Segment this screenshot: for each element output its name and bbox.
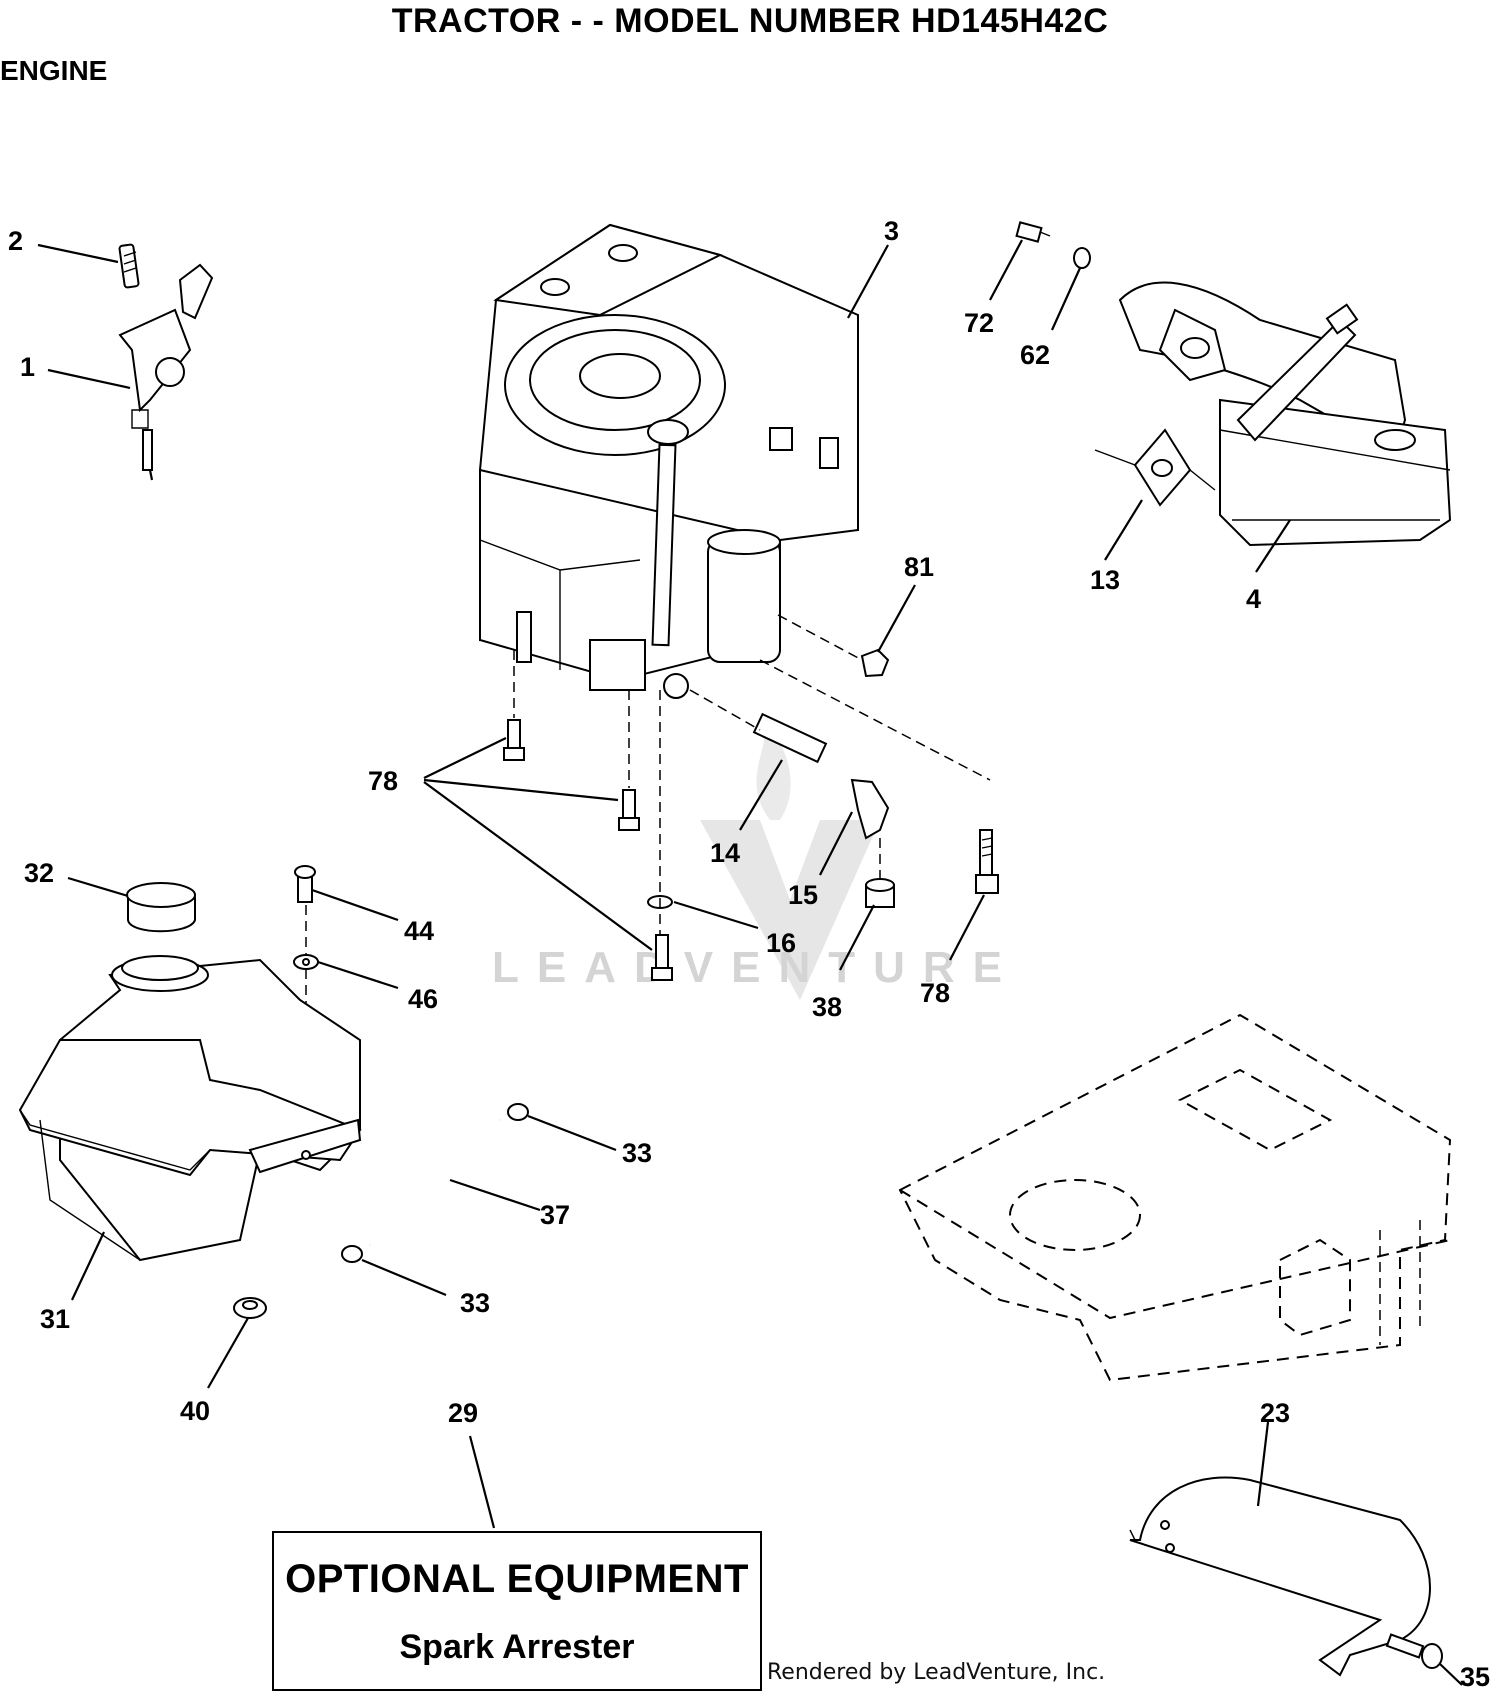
callout-37: 37 [540, 1200, 570, 1230]
chassis-frame-part [898, 1013, 1452, 1382]
callout-40: 40 [180, 1396, 210, 1426]
optional-equipment-item: Spark Arrester [399, 1628, 635, 1666]
callout-3: 3 [884, 216, 899, 246]
optional-equipment-box: OPTIONAL EQUIPMENT Spark Arrester [272, 1531, 762, 1691]
rendered-by-footer: Rendered by LeadVenture, Inc. [767, 1660, 1106, 1685]
callout-15: 15 [788, 880, 818, 910]
optional-equipment-title: OPTIONAL EQUIPMENT [285, 1557, 749, 1601]
page-title: TRACTOR - - MODEL NUMBER HD145H42C [391, 2, 1109, 40]
callout-33-a: 33 [622, 1138, 652, 1168]
callout-78-a: 78 [368, 766, 398, 796]
section-heading: ENGINE [0, 55, 108, 86]
callout-labels: 2 1 3 72 62 13 4 81 78 14 15 16 38 78 32… [8, 216, 1490, 1692]
watermark: LEADVENTURE [492, 720, 1020, 1000]
callout-29: 29 [448, 1398, 478, 1428]
callout-1: 1 [20, 352, 35, 382]
muffler-assembly-part [1015, 221, 1452, 547]
callout-32: 32 [24, 858, 54, 888]
callout-2: 2 [8, 226, 23, 256]
callout-35: 35 [1460, 1662, 1490, 1692]
watermark-flame-icon [756, 720, 791, 820]
engine-part [479, 223, 859, 699]
fuel-line-part [341, 1103, 529, 1263]
callout-16: 16 [766, 928, 796, 958]
callout-46: 46 [408, 984, 438, 1014]
callout-78-b: 78 [920, 978, 950, 1008]
fuel-tank-part [18, 865, 362, 1319]
callout-31: 31 [40, 1304, 70, 1334]
watermark-text: LEADVENTURE [492, 943, 1020, 992]
callout-81: 81 [904, 552, 934, 582]
callout-38: 38 [812, 992, 842, 1022]
callout-13: 13 [1090, 565, 1120, 595]
heat-shield-part [1129, 1476, 1443, 1677]
leader-lines [37, 239, 1463, 1686]
callout-72: 72 [964, 308, 994, 338]
callout-4: 4 [1246, 584, 1261, 614]
callout-33-b: 33 [460, 1288, 490, 1318]
fasteners-part [503, 648, 999, 981]
callout-23: 23 [1260, 1398, 1290, 1428]
callout-62: 62 [1020, 340, 1050, 370]
watermark-logo-icon [700, 820, 880, 1000]
throttle-control-part [118, 243, 214, 481]
callout-44: 44 [404, 916, 434, 946]
callout-14: 14 [710, 838, 740, 868]
